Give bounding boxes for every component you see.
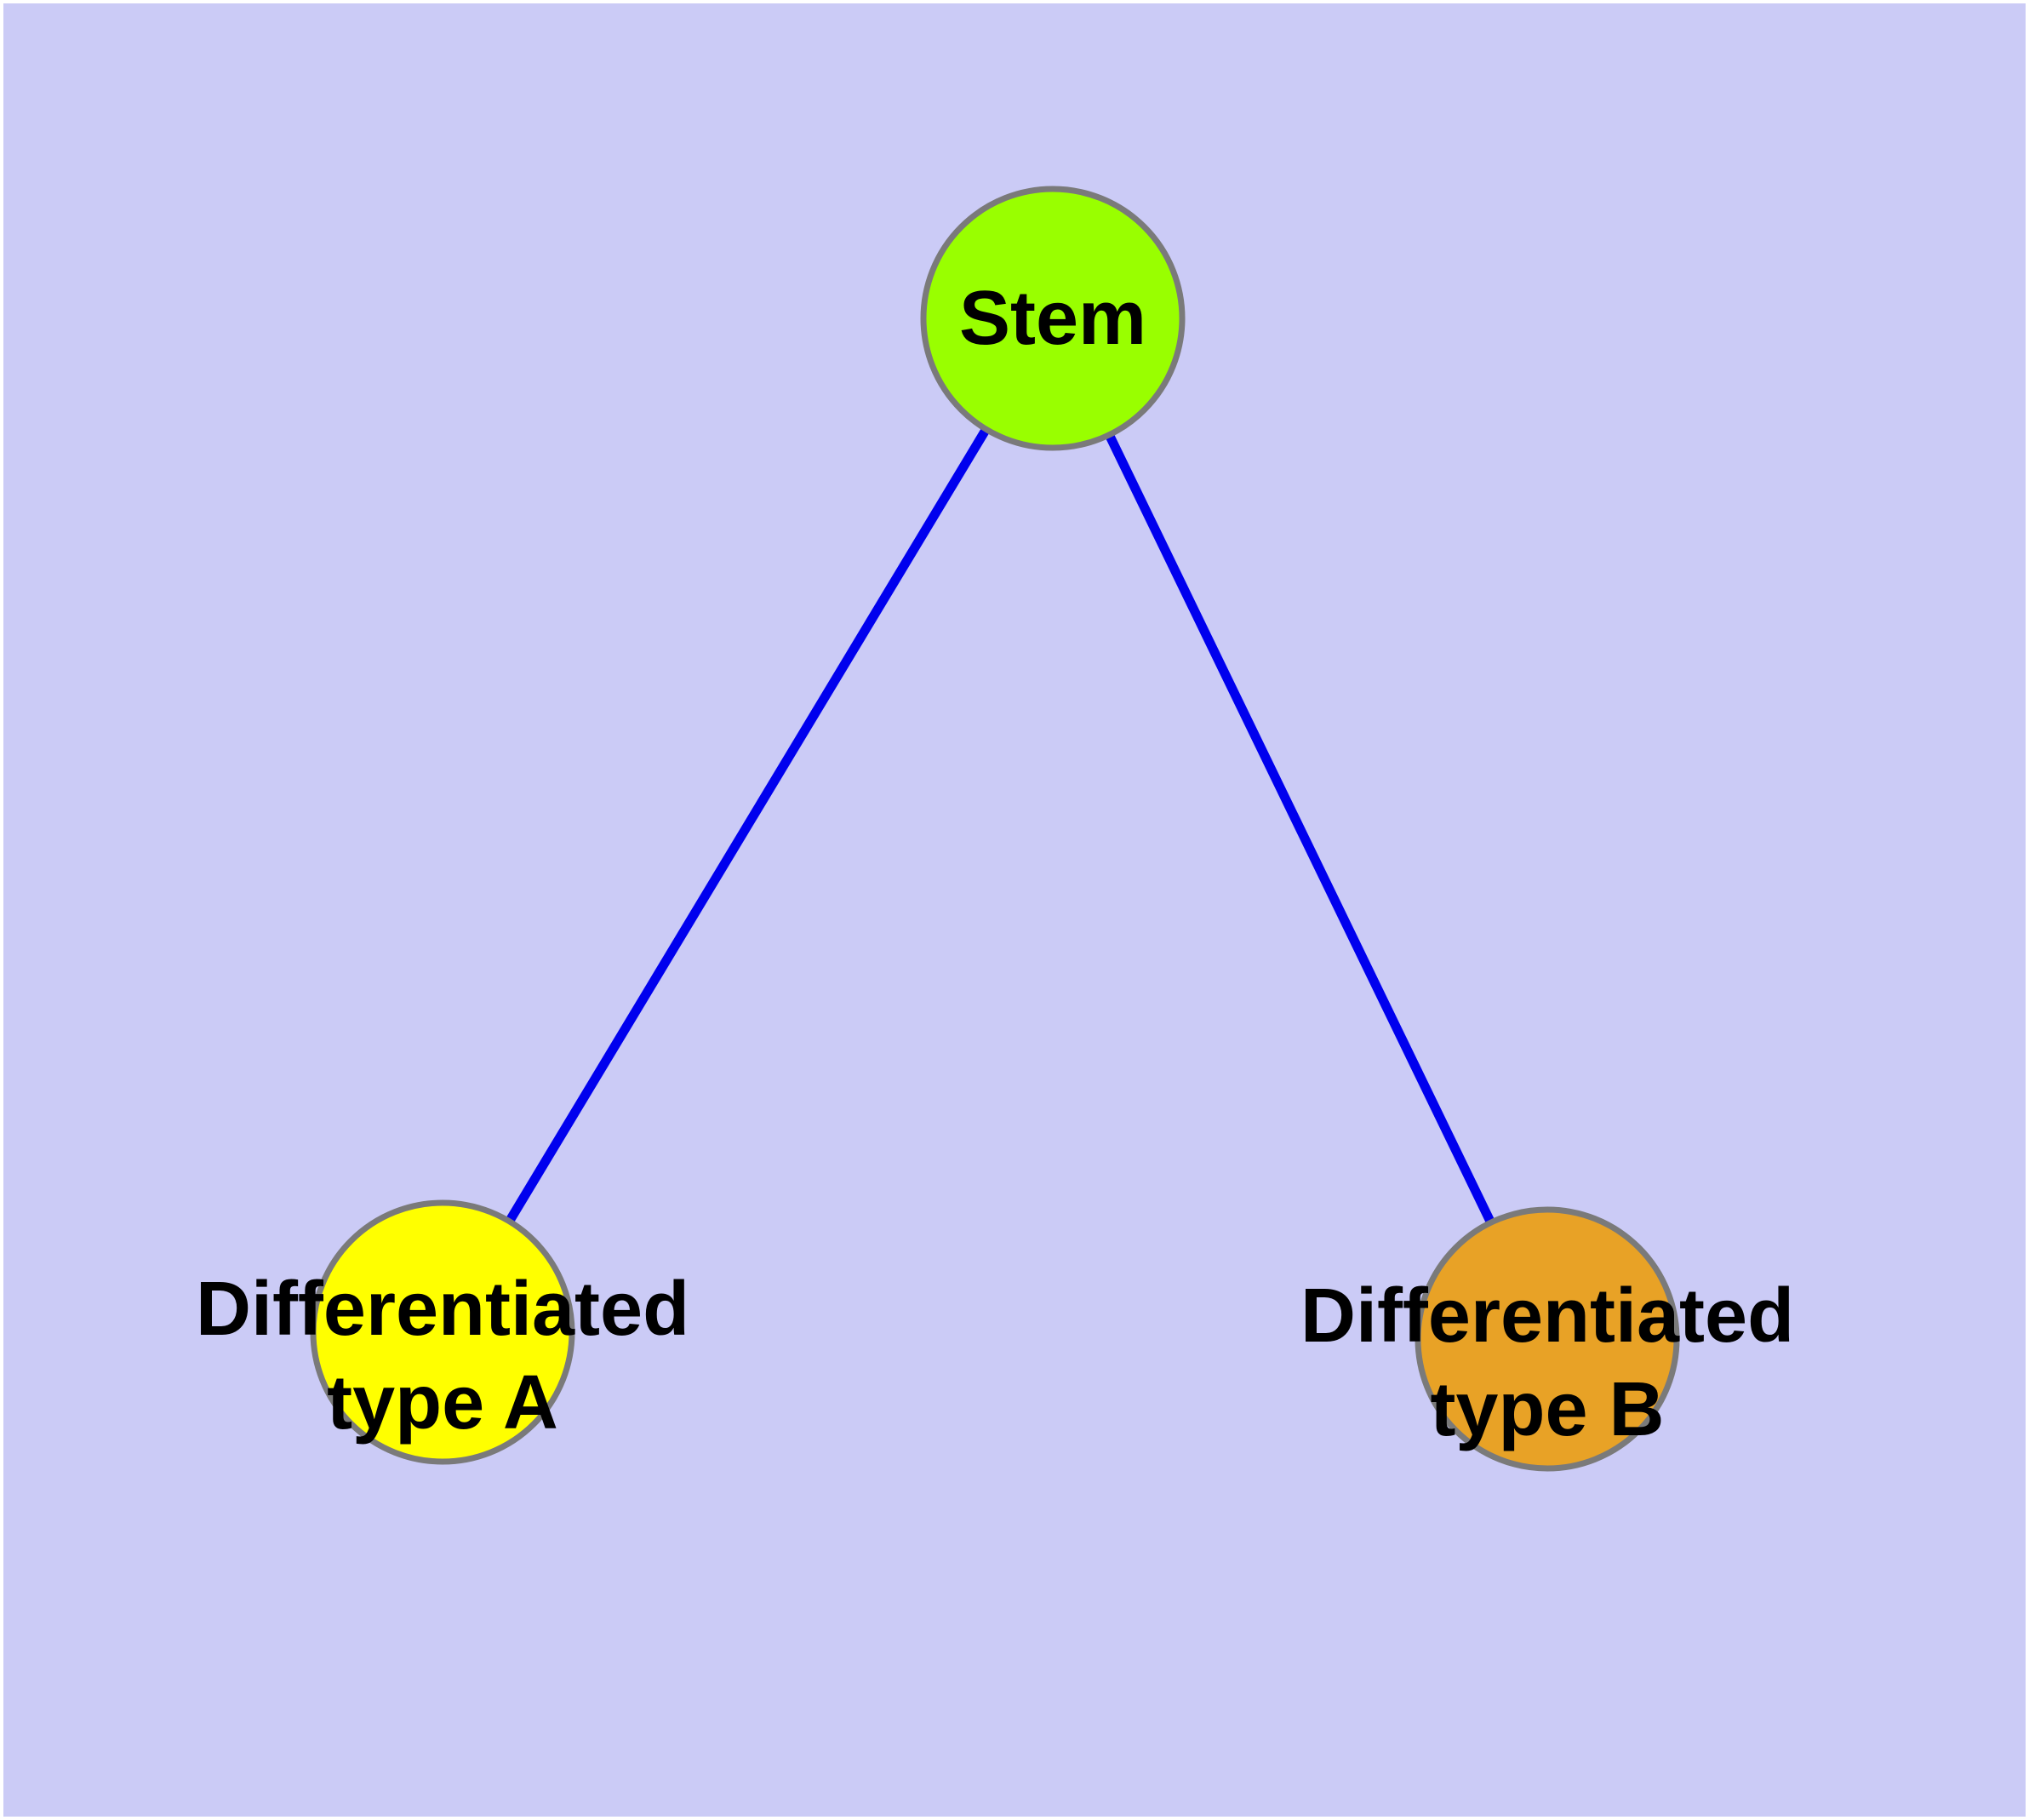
node-type-a-circle — [310, 1199, 575, 1465]
edge-stem-to-type-a — [438, 316, 1057, 1335]
node-stem-circle — [920, 186, 1186, 451]
node-type-b-circle — [1415, 1206, 1680, 1472]
edge-stem-to-type-b — [1049, 316, 1552, 1342]
